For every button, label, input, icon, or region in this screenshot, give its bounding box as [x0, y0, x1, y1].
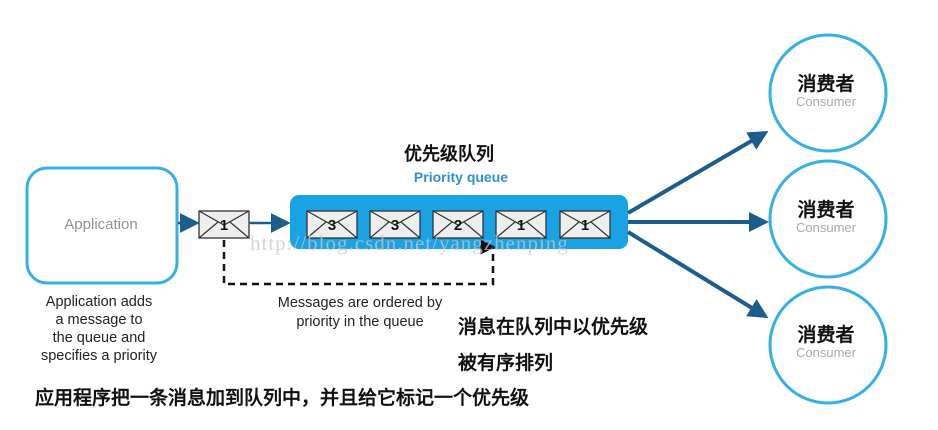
- queue-message-envelope: 3: [369, 210, 421, 239]
- application-caption-line: the queue and: [53, 330, 146, 346]
- application-box: [25, 166, 179, 285]
- queue-message-envelope: 2: [432, 210, 484, 239]
- queue-message-priority: 2: [454, 217, 462, 234]
- incoming-message-priority: 1: [220, 217, 228, 234]
- queue-message-priority: 1: [517, 217, 525, 234]
- consumer-node: 消费者 Consumer: [768, 159, 888, 279]
- consumer-label-en: Consumer: [796, 220, 857, 235]
- consumer-label-zh: 消费者: [797, 198, 854, 221]
- queue-message-priority: 3: [391, 217, 399, 234]
- queue-note-zh-line: 消息在队列中以优先级: [458, 315, 648, 338]
- application-label: Application: [64, 216, 137, 233]
- incoming-message-envelope: 1: [198, 210, 250, 239]
- application-caption-line: Application adds: [46, 294, 152, 310]
- queue-title-zh: 优先级队列: [404, 143, 494, 165]
- queue-message-envelope: 1: [495, 210, 547, 239]
- application-caption-line: a message to: [55, 312, 142, 328]
- consumer-label-en: Consumer: [796, 345, 857, 360]
- queue-note-line: Messages are ordered by: [278, 295, 443, 311]
- consumer-node: 消费者 Consumer: [768, 285, 888, 405]
- consumer-label-en: Consumer: [796, 94, 857, 109]
- queue-message-priority: 1: [581, 217, 589, 234]
- queue-note-line: priority in the queue: [296, 314, 423, 330]
- consumer-node: 消费者 Consumer: [768, 33, 888, 153]
- arrow-queue-to-consumer-1: [626, 130, 769, 215]
- queue-message-envelope: 3: [306, 210, 358, 239]
- watermark-url: http://blog.csdn.net/yangzhenping: [250, 231, 569, 255]
- queue-message-priority: 3: [328, 217, 336, 234]
- application-caption-zh: 应用程序把一条消息加到队列中，并且给它标记一个优先级: [35, 386, 529, 409]
- queue-title-en: Priority queue: [414, 169, 508, 185]
- application-caption-line: specifies a priority: [41, 348, 158, 364]
- queue-note-zh-line: 被有序排列: [458, 351, 553, 374]
- queue-message-envelope: 1: [559, 210, 611, 239]
- consumer-label-zh: 消费者: [797, 323, 854, 346]
- application-caption: Application adds a message to the queue …: [41, 294, 158, 364]
- consumer-label-zh: 消费者: [797, 72, 854, 95]
- arrow-queue-to-consumer-3: [626, 230, 769, 319]
